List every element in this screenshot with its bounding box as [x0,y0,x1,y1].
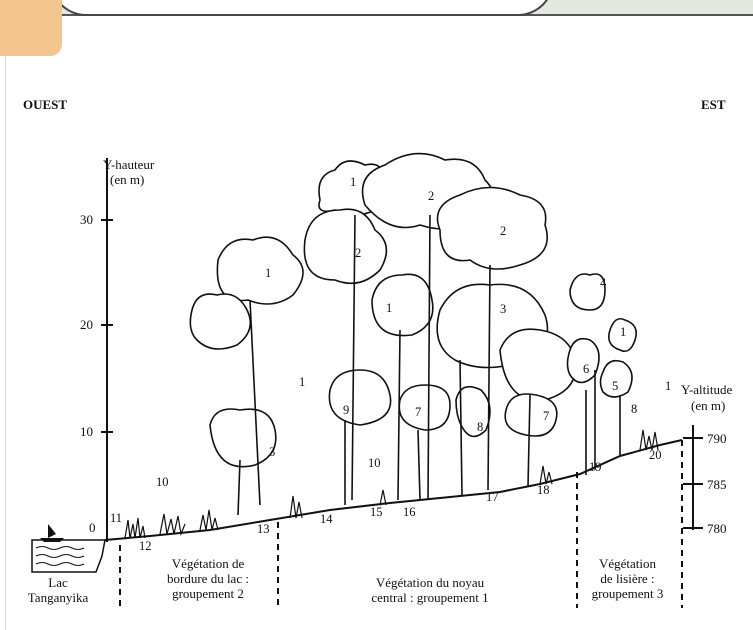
undergrowth [125,430,658,538]
species-label: 1 [620,326,626,339]
species-label: 3 [269,446,275,459]
species-label: 3 [500,303,506,316]
species-label: 11 [110,512,122,525]
altitude-tick-790: 790 [707,431,727,446]
species-label: 7 [415,406,421,419]
height-tick-10: 10 [80,424,93,439]
altitude-tick-785: 785 [707,477,727,492]
height-axis-title: Y-hauteur [103,157,154,172]
height-axis-unit: (en m) [110,172,144,187]
boat-icon [40,524,64,542]
species-label: 1 [350,176,356,189]
species-label: 12 [139,540,152,553]
species-label: 10 [156,476,169,489]
species-label: 2 [500,225,506,238]
height-tick-30: 30 [80,212,93,227]
lake-water [32,540,105,572]
species-label: 1 [299,376,305,389]
altitude-axis-title: Y-altitude [681,382,732,397]
species-label: 2 [428,190,434,203]
species-label: 1 [265,267,271,280]
tree-crowns [190,154,636,467]
west-label: OUEST [23,97,67,112]
zone-group3: Végétationde lisière :groupement 3 [580,556,675,601]
species-label: 4 [600,277,606,290]
species-label: 10 [368,457,381,470]
height-tick-0: 0 [89,520,96,535]
east-label: EST [701,97,726,112]
species-label: 8 [631,403,637,416]
species-label: 1 [665,380,671,393]
species-label: 15 [370,506,383,519]
zone-group1: Végétation du noyaucentral : groupement … [345,575,515,605]
species-label: 1 [386,302,392,315]
species-label: 7 [543,410,549,423]
altitude-axis-unit: (en m) [691,398,725,413]
height-tick-20: 20 [80,317,93,332]
zone-group2: Végétation debordure du lac :groupement … [148,556,268,601]
species-label: 8 [477,421,483,434]
species-label: 16 [403,506,416,519]
species-label: 19 [589,461,602,474]
species-label: 20 [649,449,662,462]
species-label: 2 [355,247,361,260]
species-label: 6 [583,363,589,376]
species-label: 18 [537,484,550,497]
species-label: 9 [343,404,349,417]
zone-lake: LacTanganyika [18,575,98,605]
species-label: 5 [612,380,618,393]
species-label: 14 [320,513,333,526]
altitude-tick-780: 780 [707,521,727,536]
species-label: 17 [486,491,499,504]
species-label: 13 [257,523,270,536]
